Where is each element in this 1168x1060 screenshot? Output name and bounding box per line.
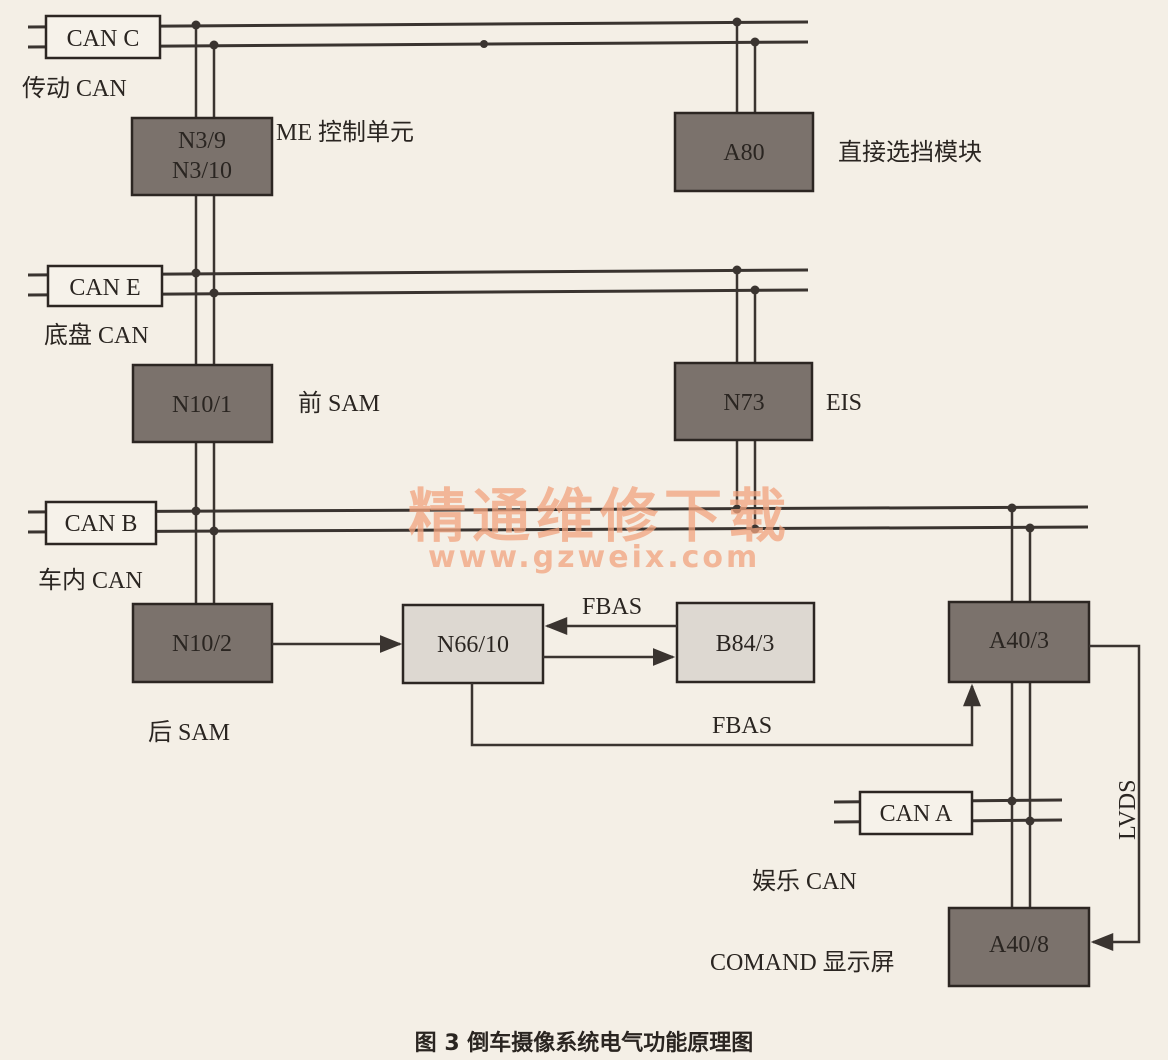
module-n10-2-code: N10/2: [172, 631, 232, 657]
module-n73-code: N73: [723, 390, 764, 416]
can-e-label: 底盘 CAN: [44, 322, 149, 349]
can-a-bus: CAN A 娱乐 CAN: [752, 790, 1063, 895]
can-c-tag-text: CAN C: [67, 26, 140, 52]
module-a40-8-code: A40/8: [989, 932, 1049, 958]
can-b-tag-text: CAN B: [65, 511, 138, 537]
module-n73: N73 EIS: [673, 361, 862, 442]
module-n10-1-code: N10/1: [172, 392, 232, 418]
module-n3: N3/9 N3/10 ME 控制单元: [130, 116, 414, 197]
can-b-tag: [44, 500, 158, 546]
module-a80: A80 直接选挡模块: [673, 111, 982, 193]
can-a-tag: [858, 790, 974, 836]
can-c-label: 传动 CAN: [22, 75, 127, 102]
right-vertical-wires: [1010, 508, 1032, 908]
module-n10-2: N10/2 后 SAM: [131, 602, 274, 746]
module-a40-8: A40/8 COMAND 显示屏: [710, 906, 1091, 988]
module-n66: N66/10: [401, 603, 545, 685]
module-a80-code: A80: [723, 140, 764, 166]
module-b84-code: B84/3: [716, 631, 775, 657]
module-n10-1-label: 前 SAM: [298, 390, 380, 417]
figure-caption: 图 3 倒车摄像系统电气功能原理图: [415, 1030, 754, 1056]
module-a40-8-label: COMAND 显示屏: [710, 950, 895, 976]
left-vertical-wires: [194, 25, 216, 604]
can-b-bus: CAN B 车内 CAN: [27, 500, 1089, 594]
watermark: 精通维修下载 www.gzweix.com: [408, 482, 792, 575]
can-e-tag-text: CAN E: [69, 275, 140, 301]
fbas-bottom-label: FBAS: [712, 713, 772, 739]
can-c-tag: [44, 14, 162, 60]
lvds-label: LVDS: [1115, 780, 1141, 840]
arrow-n66-to-a40-3: [470, 683, 981, 747]
can-a-label: 娱乐 CAN: [752, 868, 857, 895]
module-n10-2-label: 后 SAM: [148, 719, 230, 746]
module-b84: B84/3: [675, 601, 816, 684]
middle-vertical-wires: [735, 22, 757, 529]
watermark-text: 精通维修下载: [408, 482, 792, 550]
signal-arrows: FBAS FBAS LVDS: [272, 594, 1141, 951]
module-n66-code: N66/10: [437, 632, 509, 658]
module-n3-code-2: N3/10: [172, 158, 232, 184]
can-e-tag: [46, 264, 164, 308]
module-a80-label: 直接选挡模块: [838, 139, 982, 166]
can-c-bus: CAN C 传动 CAN: [22, 14, 809, 102]
fbas-top-label: FBAS: [582, 594, 642, 620]
can-a-tag-text: CAN A: [880, 801, 953, 827]
can-b-label: 车内 CAN: [38, 567, 143, 594]
module-a40-3-code: A40/3: [989, 628, 1049, 654]
module-a40-3: A40/3: [947, 600, 1091, 684]
module-n3-label: ME 控制单元: [276, 119, 414, 146]
arrow-a40-3-to-a40-8: [1089, 644, 1141, 951]
module-n73-label: EIS: [826, 390, 862, 416]
module-n3-code-1: N3/9: [178, 128, 226, 154]
watermark-url: www.gzweix.com: [428, 540, 760, 575]
module-n10-1: N10/1 前 SAM: [131, 363, 380, 444]
can-e-bus: CAN E 底盘 CAN: [27, 264, 809, 349]
